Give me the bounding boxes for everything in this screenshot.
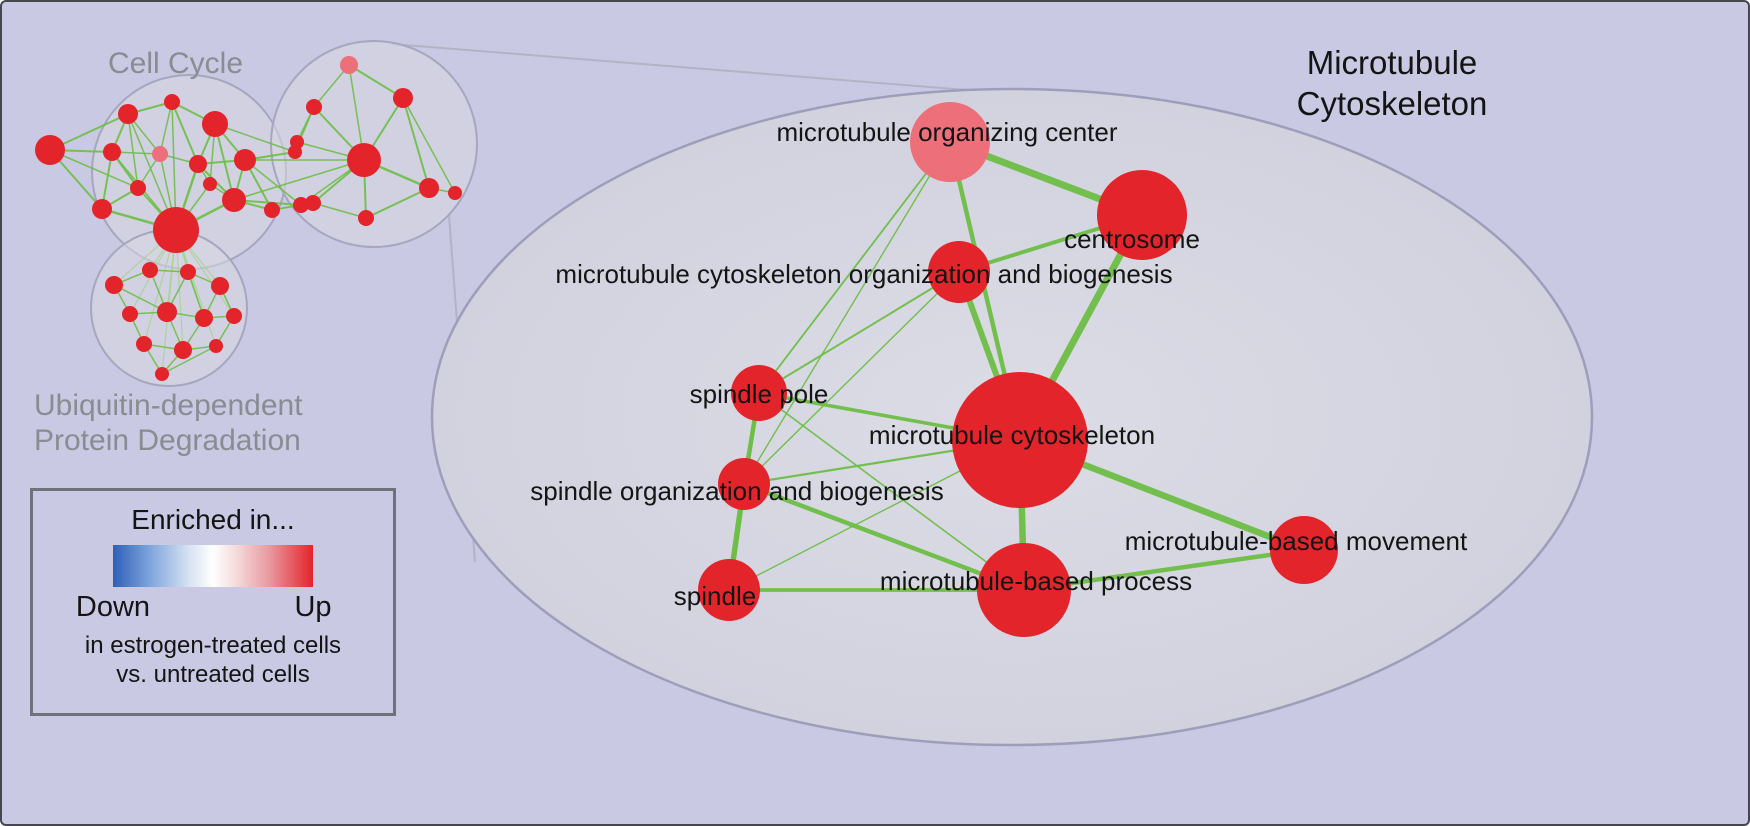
overview-node[interactable] (164, 94, 180, 110)
overview-node[interactable] (174, 341, 192, 359)
overview-node[interactable] (306, 99, 322, 115)
overview-node[interactable] (211, 277, 229, 295)
overview-node[interactable] (136, 336, 152, 352)
legend-down-label: Down (75, 591, 151, 623)
edge-moc--spindle-org (743, 141, 951, 485)
overview-node[interactable] (122, 306, 138, 322)
overview-node[interactable] (234, 149, 256, 171)
overview-edge (365, 187, 430, 219)
overview-edge (159, 101, 173, 155)
cluster-label-ubiquitin-line2: Protein Degradation (34, 424, 301, 457)
legend-gradient-bar (113, 545, 313, 587)
overview-node[interactable] (35, 135, 65, 165)
overview-edge (402, 97, 430, 189)
node-mct[interactable] (952, 372, 1088, 508)
overview-node[interactable] (130, 180, 146, 196)
overview-node[interactable] (293, 197, 309, 213)
node-centrosome[interactable] (1097, 170, 1187, 260)
overview-node[interactable] (142, 262, 158, 278)
overview-edge (49, 149, 139, 189)
overview-node[interactable] (419, 178, 439, 198)
overview-node[interactable] (393, 88, 413, 108)
overview-node[interactable] (347, 143, 381, 177)
overview-node[interactable] (157, 302, 177, 322)
node-moc[interactable] (910, 102, 990, 182)
node-mbp[interactable] (977, 543, 1071, 637)
node-spindle-org[interactable] (718, 458, 770, 510)
overview-node[interactable] (195, 309, 213, 327)
overview-node[interactable] (105, 276, 123, 294)
cluster-label-ubiquitin-line1: Ubiquitin-dependent (34, 389, 303, 422)
cluster-label-ubiquitin: Ubiquitin-dependent Protein Degradation (34, 388, 303, 458)
microtubule-title-line2: Cytoskeleton (1296, 85, 1488, 122)
legend-ends: Down Up (76, 591, 332, 627)
overview-node[interactable] (202, 111, 228, 137)
overview-node[interactable] (448, 186, 462, 200)
overview-edge (214, 123, 296, 153)
node-label-mbm: microtubule-based movement (1125, 526, 1468, 556)
cluster-label-microtubule-cytoskeleton: Microtubule Cytoskeleton (1232, 42, 1552, 124)
overview-edge (348, 64, 404, 99)
overview-node[interactable] (155, 367, 169, 381)
node-label-moc: microtubule organizing center (776, 117, 1117, 147)
node-mbm[interactable] (1270, 516, 1338, 584)
node-spindle-pole[interactable] (731, 365, 787, 421)
node-label-mct-org: microtubule cytoskeleton organization an… (555, 259, 1172, 289)
node-mct-org[interactable] (928, 241, 990, 303)
edge-spindle-org--mbp (743, 481, 1025, 593)
edge-mct-org--spindle-pole (758, 271, 960, 394)
node-label-mbp: microtubule-based process (880, 566, 1192, 596)
overview-node[interactable] (118, 104, 138, 124)
overview-node[interactable] (226, 308, 242, 324)
microtubule-title-line1: Microtubule (1306, 44, 1478, 81)
legend-up-label: Up (294, 591, 332, 623)
legend-caption: in estrogen-treated cells vs. untreated … (33, 631, 393, 689)
overview-node[interactable] (340, 56, 358, 74)
overview-edge (402, 97, 456, 194)
edge-moc--spindle-pole (758, 141, 951, 394)
overview-node[interactable] (222, 188, 246, 212)
overview-node[interactable] (103, 143, 121, 161)
legend-caption-line2: vs. untreated cells (116, 661, 310, 688)
overview-edge (233, 159, 365, 201)
overview-node[interactable] (180, 264, 196, 280)
overview-node[interactable] (153, 207, 199, 253)
overview-edge (313, 64, 350, 108)
legend-box: Enriched in... Down Up in estrogen-treat… (30, 488, 396, 716)
overview-node[interactable] (305, 195, 321, 211)
overview-node[interactable] (264, 202, 280, 218)
cluster-label-cell-cycle: Cell Cycle (108, 47, 244, 80)
overview-edge (127, 113, 139, 189)
overview-node[interactable] (203, 177, 217, 191)
node-spindle[interactable] (698, 559, 760, 621)
overview-edge (312, 202, 367, 219)
overview-node[interactable] (152, 146, 168, 162)
node-label-centrosome: centrosome (1064, 224, 1200, 254)
zoom-cone-line (391, 43, 1018, 95)
node-label-spindle-pole: spindle pole (690, 379, 829, 409)
legend-caption-line1: in estrogen-treated cells (84, 632, 342, 659)
overview-node[interactable] (92, 199, 112, 219)
overview-edge (161, 229, 177, 375)
node-label-spindle-org: spindle organization and biogenesis (530, 476, 943, 506)
overview-edge (161, 345, 217, 375)
edge-mbp--mbm (1023, 547, 1305, 593)
node-label-spindle: spindle (674, 581, 756, 611)
edge-mct-org--spindle-org (743, 271, 960, 485)
node-label-mct: microtubule cytoskeleton (869, 420, 1155, 450)
overview-edge (244, 159, 302, 206)
overview-node[interactable] (290, 135, 304, 149)
overview-node[interactable] (209, 339, 223, 353)
overview-node[interactable] (189, 155, 207, 173)
legend-title: Enriched in... (131, 504, 295, 535)
overview-node[interactable] (358, 210, 374, 226)
edge-spindle-pole--mbp (758, 392, 1025, 591)
overview-edge (171, 101, 199, 165)
